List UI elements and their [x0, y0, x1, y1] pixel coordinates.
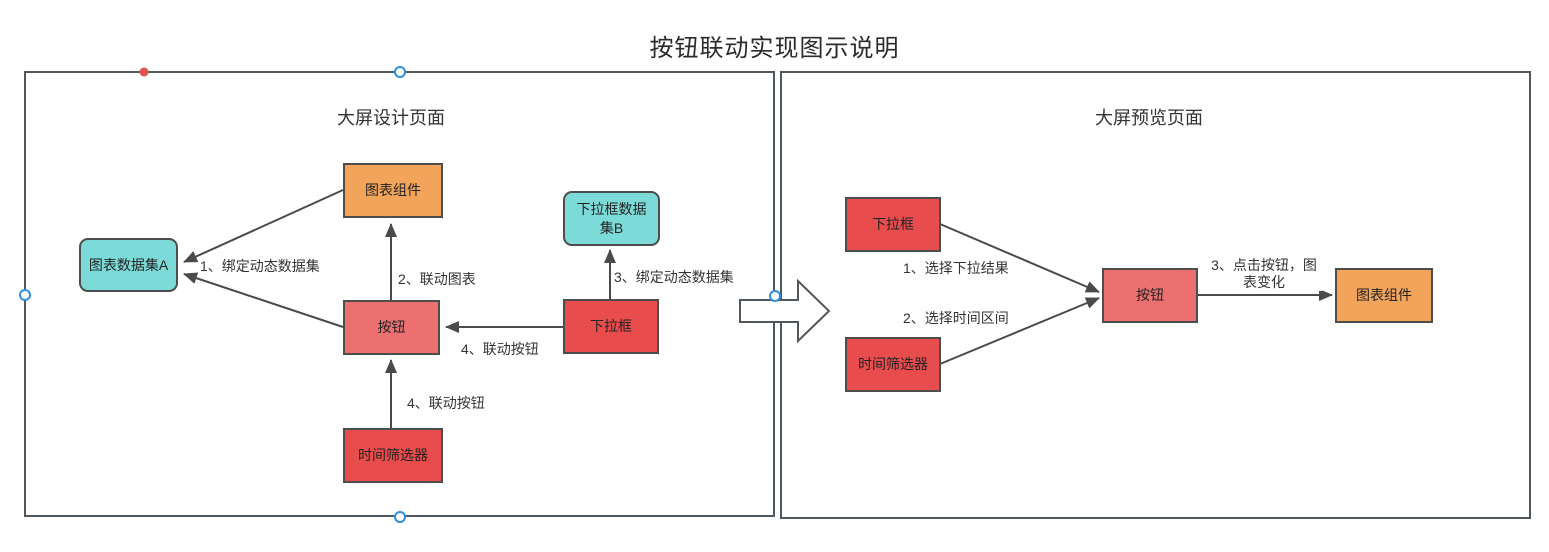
- preview-page-title: 大屏预览页面: [1095, 108, 1203, 128]
- node-chart-component-preview[interactable]: 图表组件: [1335, 268, 1433, 323]
- node-dropdown-preview[interactable]: 下拉框: [845, 197, 941, 252]
- edge-label-link-chart: 2、联动图表: [398, 271, 476, 288]
- node-button-preview[interactable]: 按钮: [1102, 268, 1198, 323]
- edge-label-bind-dataset-a: 1、绑定动态数据集: [200, 258, 320, 275]
- node-button[interactable]: 按钮: [343, 300, 440, 355]
- diagram-title: 按钮联动实现图示说明: [649, 35, 900, 62]
- design-page-title: 大屏设计页面: [337, 108, 445, 128]
- edge-label-bind-dataset-b: 3、绑定动态数据集: [614, 269, 734, 286]
- node-dropdown-dataset-b[interactable]: 下拉框数据集B: [563, 191, 660, 246]
- node-time-filter-preview[interactable]: 时间筛选器: [845, 337, 941, 392]
- edge-label-select-dropdown: 1、选择下拉结果: [903, 260, 1009, 277]
- edge-label-select-time: 2、选择时间区间: [903, 310, 1009, 327]
- node-chart-dataset-a[interactable]: 图表数据集A: [79, 238, 178, 292]
- node-time-filter[interactable]: 时间筛选器: [343, 428, 443, 483]
- node-dropdown[interactable]: 下拉框: [563, 299, 659, 354]
- edge-label-link-button-time: 4、联动按钮: [407, 395, 485, 412]
- edge-label-link-button-dropdown: 4、联动按钮: [461, 341, 539, 358]
- edge-label-click-button: 3、点击按钮，图表变化: [1206, 257, 1322, 291]
- node-chart-component[interactable]: 图表组件: [343, 163, 443, 218]
